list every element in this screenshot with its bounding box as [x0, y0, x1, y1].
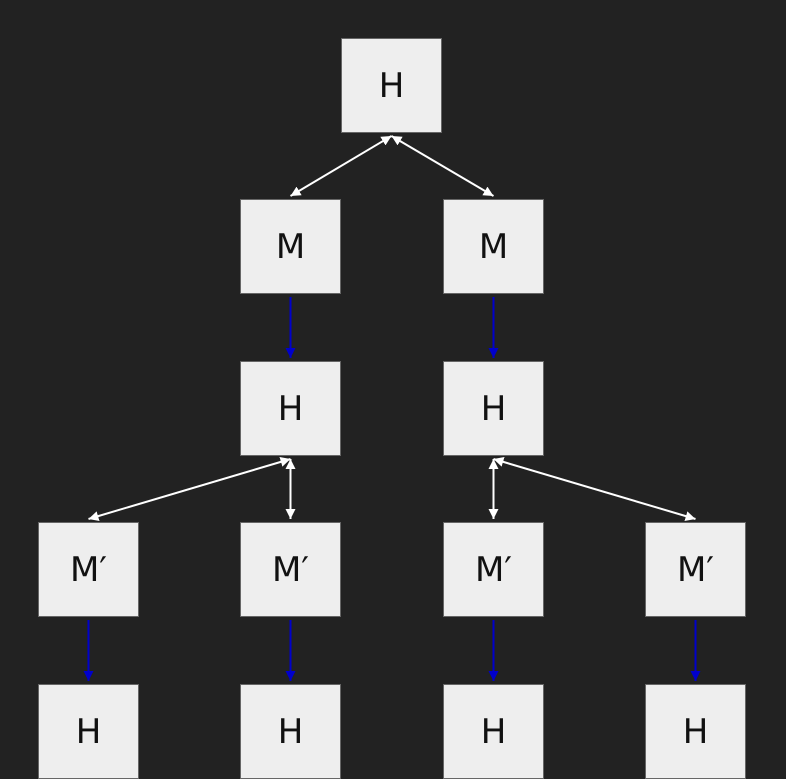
node-m-right: M	[443, 199, 544, 294]
node-mp-3: M′	[443, 522, 544, 617]
node-mp-4: M′	[645, 522, 746, 617]
node-mp-1: M′	[38, 522, 139, 617]
node-h-left: H	[240, 361, 341, 456]
node-h-bottom-1: H	[38, 684, 139, 779]
edge-h_right-to-mp_4	[493, 457, 696, 521]
node-h-right: H	[443, 361, 544, 456]
node-m-left: M	[240, 199, 341, 294]
edge-root-to-m_right	[390, 135, 495, 197]
node-h-bottom-4: H	[645, 684, 746, 779]
edge-layer	[83, 135, 701, 681]
node-mp-2: M′	[240, 522, 341, 617]
tree-diagram: H M M H H M′ M′ M′ M′ H H H H	[38, 38, 746, 779]
node-h-bottom-2: H	[240, 684, 341, 779]
node-root: H	[341, 38, 442, 133]
edge-h_left-to-mp_1	[88, 457, 291, 521]
node-h-bottom-3: H	[443, 684, 544, 779]
edge-root-to-m_left	[289, 135, 393, 197]
